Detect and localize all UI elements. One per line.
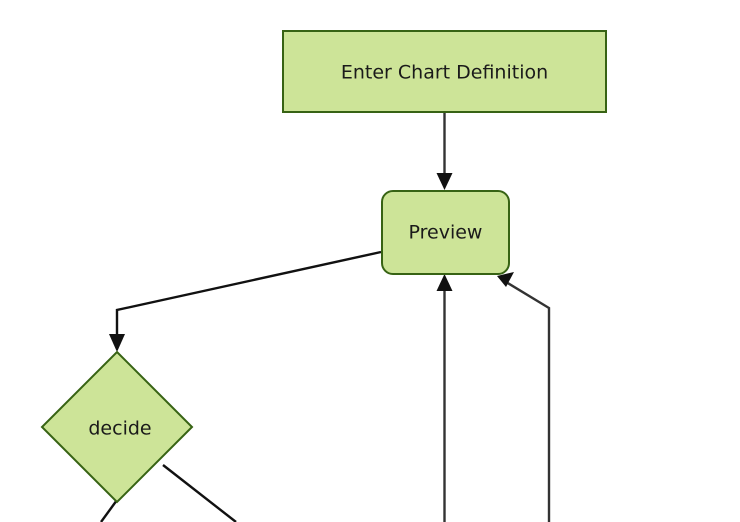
edge-layer: [100, 113, 551, 522]
edge-bottom-center-to-preview-arrowhead: [436, 274, 453, 291]
node-layer: Enter Chart Definition Preview decide: [40, 30, 607, 504]
edge-bottom-right-to-preview-arrowhead: [497, 272, 514, 287]
node-enter-chart-definition-shape[interactable]: [282, 30, 607, 113]
edge-decide-out-left: [100, 499, 118, 522]
node-decide[interactable]: decide: [40, 350, 194, 504]
edge-enter-to-preview-arrowhead: [436, 173, 453, 190]
node-preview-shape[interactable]: [381, 190, 510, 275]
edge-enter-to-preview: [436, 113, 453, 190]
edge-decide-out-left-line: [100, 499, 118, 522]
edge-preview-to-decide: [109, 250, 382, 352]
node-decide-shape[interactable]: [40, 350, 194, 504]
edge-preview-to-decide-line: [115, 250, 382, 341]
edge-bottom-right-to-preview: [497, 272, 551, 522]
node-enter-chart-definition[interactable]: Enter Chart Definition: [282, 30, 607, 113]
edge-bottom-center-to-preview: [436, 274, 453, 522]
edge-decide-out-right: [162, 464, 237, 522]
edge-preview-to-decide-arrowhead: [109, 334, 125, 352]
edge-bottom-right-to-preview-line: [505, 280, 551, 522]
edge-decide-out-right-line: [162, 464, 237, 522]
node-preview[interactable]: Preview: [381, 190, 510, 275]
